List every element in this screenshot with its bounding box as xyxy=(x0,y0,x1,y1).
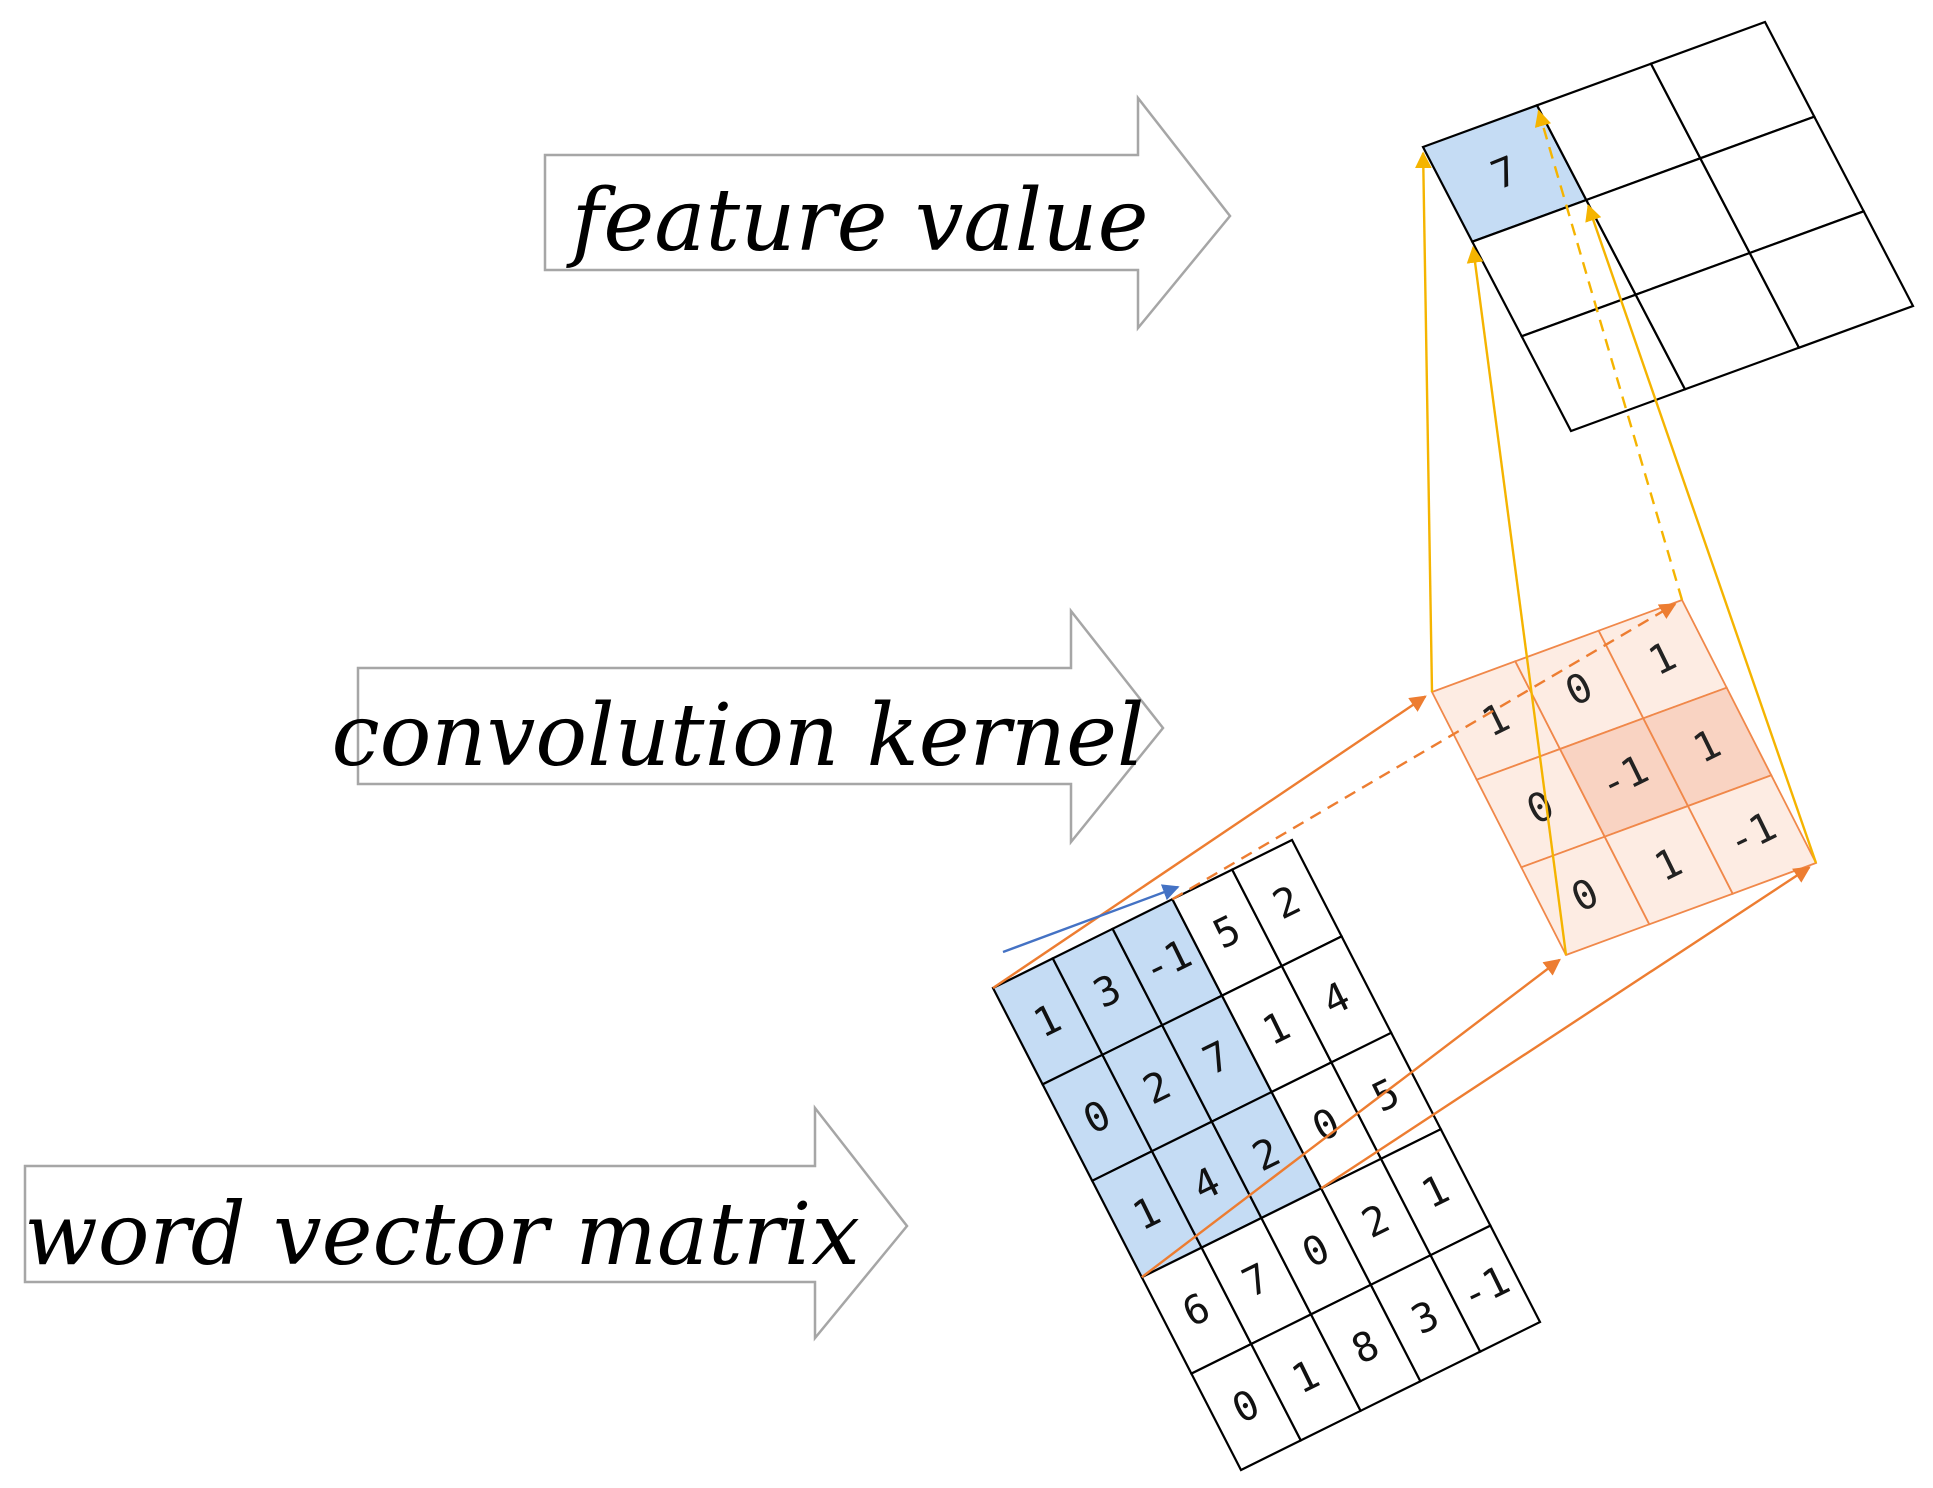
yellow-arrow-top-right xyxy=(1534,109,1684,601)
word-vector-matrix-label: word vector matrix xyxy=(24,1185,860,1285)
orange-arrow-top-left xyxy=(992,695,1427,989)
orange-arrow-top-right xyxy=(1171,603,1677,901)
word-matrix-cell xyxy=(1429,1224,1542,1354)
feature-value-label: feature value xyxy=(566,171,1149,271)
feature-value-arrow: feature value xyxy=(543,94,1232,332)
convolution-kernel-label: convolution kernel xyxy=(331,686,1144,786)
orange-arrow-bottom-right xyxy=(1320,866,1811,1190)
feature-map-cell xyxy=(1748,209,1915,350)
yellow-arrow-bottom-left xyxy=(1466,245,1568,956)
orange-arrow-bottom-left xyxy=(1141,958,1561,1279)
feature-map: 7 xyxy=(1421,20,1915,433)
stride-arrow xyxy=(1002,884,1180,954)
yellow-arrow-bottom-right xyxy=(1585,204,1818,864)
yellow-arrow-top-left xyxy=(1414,151,1434,693)
convolution-kernel-arrow: convolution kernel xyxy=(331,607,1165,846)
word-vector-matrix-arrow: word vector matrix xyxy=(23,1104,909,1342)
